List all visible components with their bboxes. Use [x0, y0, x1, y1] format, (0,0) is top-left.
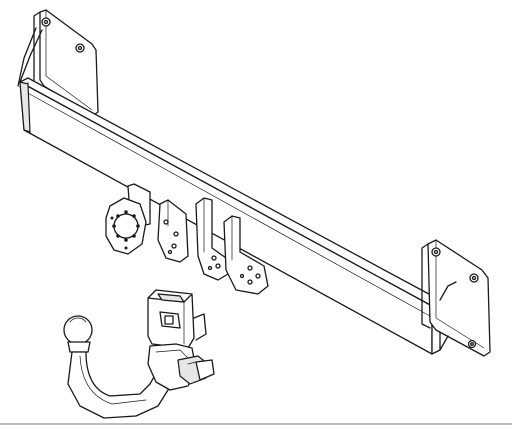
center-bracket-right — [223, 215, 269, 295]
center-bracket-left — [157, 199, 189, 263]
detachable-towball-neck — [63, 315, 215, 419]
crossbar-beam — [19, 77, 441, 355]
socket-bracket — [105, 183, 151, 255]
bottom-divider — [0, 423, 512, 425]
right-mounting-plate — [421, 239, 491, 357]
receiver-housing — [147, 289, 207, 349]
center-bracket-middle — [195, 197, 229, 281]
left-mounting-plate — [17, 9, 99, 117]
